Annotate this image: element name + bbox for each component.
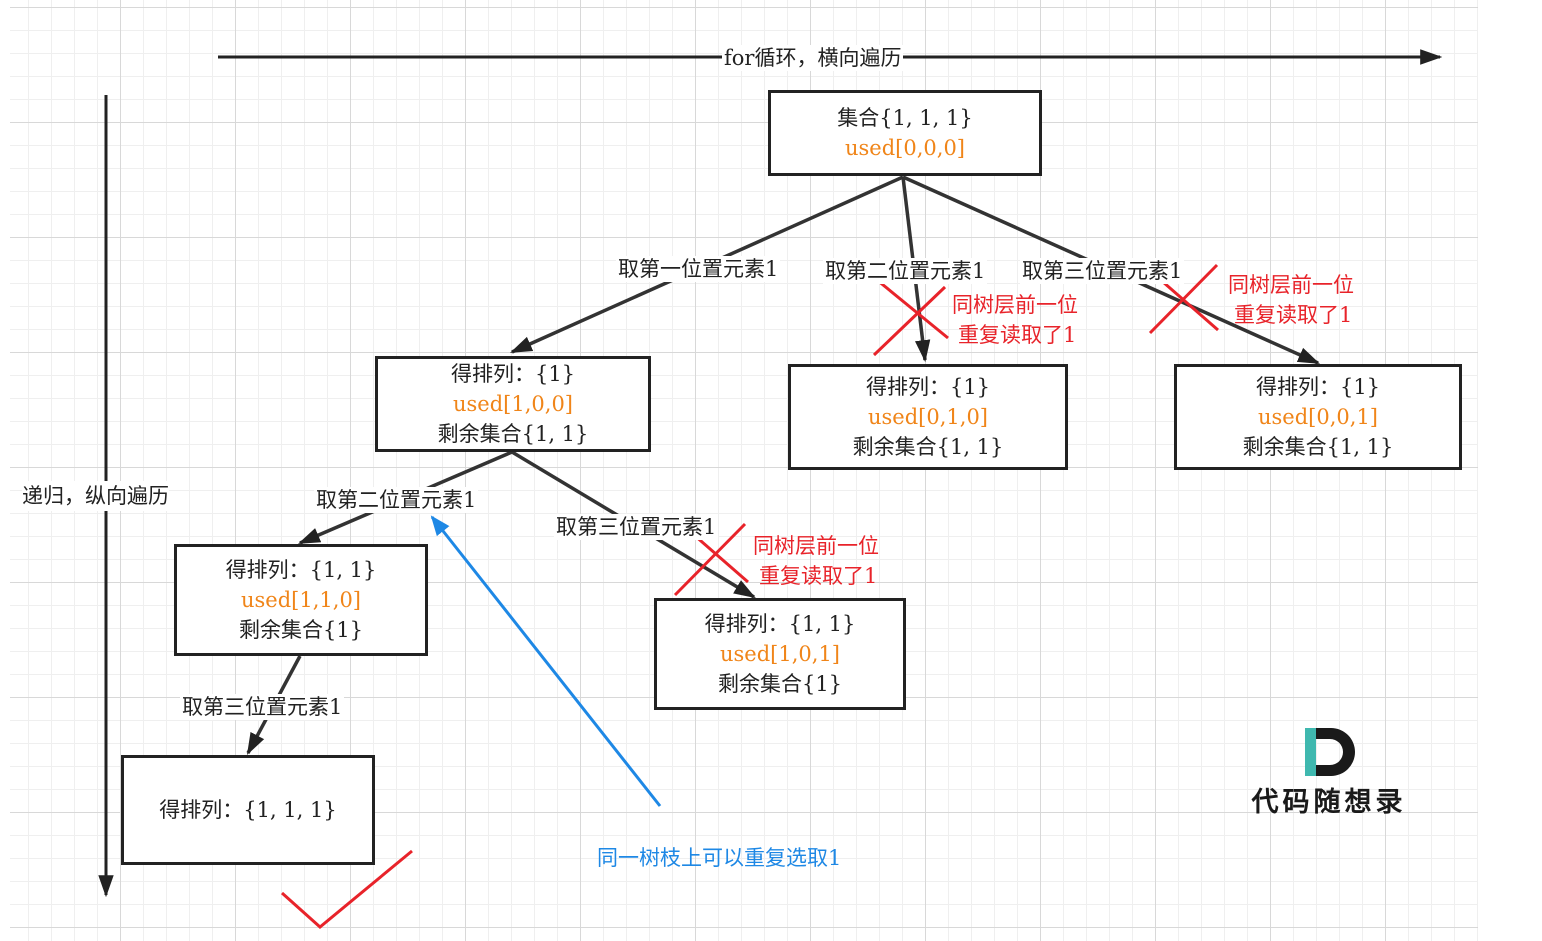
edge-label-take-first: 取第一位置元素1 <box>616 256 781 282</box>
prune-note-l2b: 同树层前一位 重复读取了1 <box>753 531 879 591</box>
node-used-text: used[1,1,0] <box>241 588 361 612</box>
node-used-text: used[0,1,0] <box>868 405 988 429</box>
logo-d-icon <box>1305 728 1355 776</box>
root-set-text: 集合{1, 1, 1} <box>837 106 973 130</box>
edge-label-take-third-l1: 取第三位置元素1 <box>554 514 719 540</box>
node-used-text: used[0,0,1] <box>1258 405 1378 429</box>
logo-text: 代码随想录 <box>1251 787 1407 818</box>
prune-note-line: 同树层前一位 <box>952 293 1078 317</box>
leaf-value-text: {1, 1, 1} <box>243 798 337 822</box>
node-remaining-text: 剩余集合{1, 1} <box>437 422 589 446</box>
node-remaining-text: 剩余集合{1} <box>717 672 843 696</box>
node-permutation-text: 得排列：{1, 1} <box>704 612 856 636</box>
node-level2-second: 得排列：{1, 1} used[1,0,1] 剩余集合{1} <box>654 598 906 710</box>
prune-note-line: 同树层前一位 <box>1228 273 1354 297</box>
prune-cross-l1b <box>872 278 949 357</box>
prune-note-l1b: 同树层前一位 重复读取了1 <box>952 290 1078 350</box>
node-remaining-text: 剩余集合{1} <box>238 618 364 642</box>
edge-label-take-third-root: 取第三位置元素1 <box>1020 258 1185 284</box>
leaf-prefix-text: 得排列： <box>159 798 244 822</box>
leaf-node: 得排列：{1, 1, 1} <box>121 755 375 865</box>
root-node: 集合{1, 1, 1} used[0,0,0] <box>768 90 1042 176</box>
prune-note-line: 同树层前一位 <box>753 534 879 558</box>
prune-note-l1c: 同树层前一位 重复读取了1 <box>1228 270 1354 330</box>
edge-label-take-second-root: 取第二位置元素1 <box>823 258 988 284</box>
edge-label-take-third-l2: 取第三位置元素1 <box>180 694 345 720</box>
node-permutation-text: 得排列：{1, 1} <box>225 558 377 582</box>
node-remaining-text: 剩余集合{1, 1} <box>852 435 1004 459</box>
logo: 代码随想录 <box>1234 728 1424 818</box>
same-branch-note: 同一树枝上可以重复选取1 <box>597 846 842 870</box>
node-level1-second: 得排列：{1} used[0,1,0] 剩余集合{1, 1} <box>788 364 1068 470</box>
edge-label-take-second-l1: 取第二位置元素1 <box>314 487 479 513</box>
node-level1-first: 得排列：{1} used[1,0,0] 剩余集合{1, 1} <box>375 356 651 452</box>
node-used-text: used[1,0,1] <box>720 642 840 666</box>
node-permutation-text: 得排列：{1} <box>450 362 576 386</box>
prune-note-line: 重复读取了1 <box>958 323 1077 347</box>
prune-note-line: 重复读取了1 <box>1234 303 1353 327</box>
horizontal-axis-label: for循环，横向遍历 <box>722 45 904 71</box>
prune-note-line: 重复读取了1 <box>759 564 878 588</box>
node-remaining-text: 剩余集合{1, 1} <box>1242 435 1394 459</box>
root-used-text: used[0,0,0] <box>845 136 965 160</box>
vertical-axis-label: 递归，纵向遍历 <box>22 481 169 511</box>
node-permutation-text: 得排列：{1} <box>865 375 991 399</box>
node-used-text: used[1,0,0] <box>453 392 573 416</box>
same-branch-arrow <box>430 515 662 807</box>
node-level2-first: 得排列：{1, 1} used[1,1,0] 剩余集合{1} <box>174 544 428 656</box>
node-level1-third: 得排列：{1} used[0,0,1] 剩余集合{1, 1} <box>1174 364 1462 470</box>
node-permutation-text: 得排列：{1} <box>1255 375 1381 399</box>
checkmark-icon <box>280 849 413 929</box>
